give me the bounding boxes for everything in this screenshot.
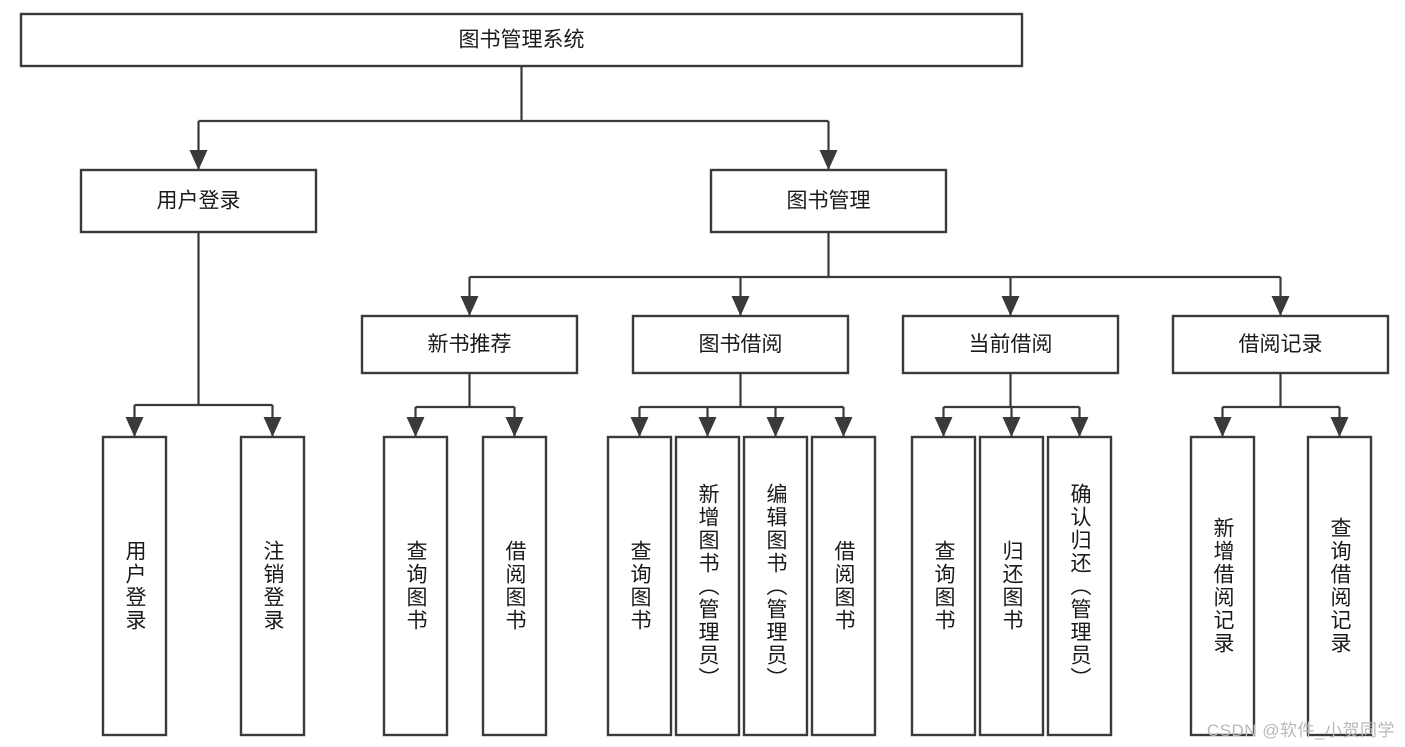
node-leaf-query-borrow-record[interactable] [1306, 435, 1373, 737]
arrow-head-leaf-user-login [125, 417, 144, 437]
node-box-leaf-query-book-borrow[interactable] [606, 435, 673, 737]
node-label-root: 图书管理系统 [459, 29, 585, 52]
node-leaf-return-book[interactable] [978, 435, 1045, 737]
arrow-head-user-login [189, 150, 208, 170]
node-box-book-borrow[interactable] [631, 314, 850, 375]
node-book-borrow[interactable]: 图书借阅 [631, 314, 850, 375]
node-box-leaf-edit-book-admin[interactable] [742, 435, 809, 737]
node-root[interactable]: 图书管理系统 [19, 12, 1024, 68]
arrow-head-leaf-query-borrow-record [1330, 417, 1349, 437]
node-borrow-record[interactable]: 借阅记录 [1171, 314, 1390, 375]
arrow-head-new-book-recommend [460, 296, 479, 316]
node-leaf-add-borrow-record[interactable] [1189, 435, 1256, 737]
node-box-leaf-user-login[interactable] [101, 435, 168, 737]
node-leaf-borrow-book[interactable] [810, 435, 877, 737]
node-box-user-login[interactable] [79, 168, 318, 234]
arrow-head-current-borrow [1001, 296, 1020, 316]
node-box-new-book-recommend[interactable] [360, 314, 579, 375]
node-current-borrow[interactable]: 当前借阅 [901, 314, 1120, 375]
node-leaf-borrow-book-recommend[interactable] [481, 435, 548, 737]
node-box-leaf-confirm-return-admin[interactable] [1046, 435, 1113, 737]
node-book-management[interactable]: 图书管理 [709, 168, 948, 234]
arrow-head-leaf-logout [263, 417, 282, 437]
arrow-head-leaf-query-book-borrow [630, 417, 649, 437]
arrow-head-leaf-return-book [1002, 417, 1021, 437]
arrow-head-leaf-edit-book-admin [766, 417, 785, 437]
node-box-leaf-borrow-book[interactable] [810, 435, 877, 737]
node-box-leaf-logout[interactable] [239, 435, 306, 737]
arrow-head-leaf-query-book-recommend [406, 417, 425, 437]
arrow-head-leaf-borrow-book-recommend [505, 417, 524, 437]
node-box-root[interactable] [19, 12, 1024, 68]
arrow-head-leaf-add-borrow-record [1213, 417, 1232, 437]
node-leaf-query-book-borrow[interactable] [606, 435, 673, 737]
node-label-new-book-recommend: 新书推荐 [428, 333, 512, 356]
node-leaf-edit-book-admin[interactable] [742, 435, 809, 737]
node-box-leaf-return-book[interactable] [978, 435, 1045, 737]
arrow-head-book-borrow [731, 296, 750, 316]
arrow-head-leaf-confirm-return-admin [1070, 417, 1089, 437]
node-box-book-management[interactable] [709, 168, 948, 234]
node-leaf-query-book-current[interactable] [910, 435, 977, 737]
arrow-head-leaf-query-book-current [934, 417, 953, 437]
node-box-leaf-query-book-recommend[interactable] [382, 435, 449, 737]
node-label-book-management: 图书管理 [787, 190, 871, 213]
node-new-book-recommend[interactable]: 新书推荐 [360, 314, 579, 375]
watermark-text: CSDN @软件_小贺同学 [1206, 721, 1395, 740]
node-leaf-query-book-recommend[interactable] [382, 435, 449, 737]
node-box-borrow-record[interactable] [1171, 314, 1390, 375]
node-leaf-add-book-admin[interactable] [674, 435, 741, 737]
node-user-login[interactable]: 用户登录 [79, 168, 318, 234]
arrow-head-book-management [819, 150, 838, 170]
arrow-head-borrow-record [1271, 296, 1290, 316]
arrow-head-leaf-add-book-admin [698, 417, 717, 437]
arrow-head-leaf-borrow-book [834, 417, 853, 437]
node-box-leaf-add-book-admin[interactable] [674, 435, 741, 737]
node-leaf-user-login[interactable] [101, 435, 168, 737]
node-box-leaf-add-borrow-record[interactable] [1189, 435, 1256, 737]
connectors-layer [125, 66, 1349, 437]
node-label-borrow-record: 借阅记录 [1239, 333, 1323, 356]
node-label-book-borrow: 图书借阅 [699, 333, 783, 356]
node-box-leaf-borrow-book-recommend[interactable] [481, 435, 548, 737]
node-leaf-logout[interactable] [239, 435, 306, 737]
node-leaf-confirm-return-admin[interactable] [1046, 435, 1113, 737]
node-box-leaf-query-borrow-record[interactable] [1306, 435, 1373, 737]
node-box-current-borrow[interactable] [901, 314, 1120, 375]
node-label-user-login: 用户登录 [157, 190, 241, 213]
node-label-current-borrow: 当前借阅 [969, 333, 1053, 356]
node-box-leaf-query-book-current[interactable] [910, 435, 977, 737]
